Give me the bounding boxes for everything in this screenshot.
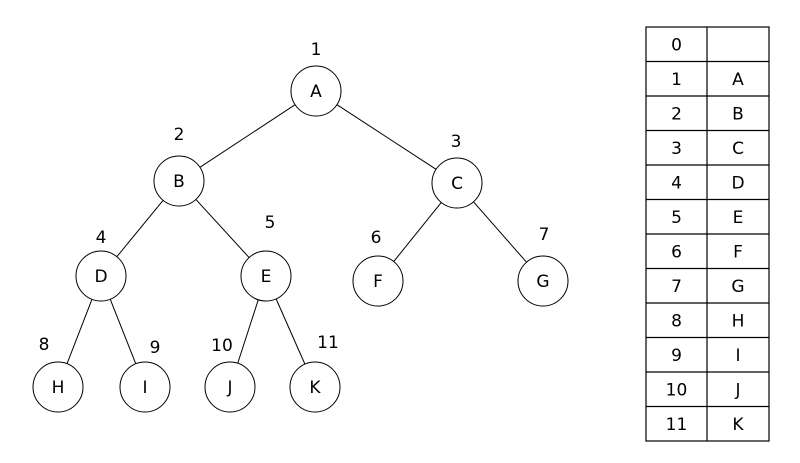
node-label: B [173, 172, 185, 192]
node-circle [153, 155, 205, 207]
node-label: A [310, 82, 322, 102]
node-circle [517, 255, 569, 307]
node-circle [204, 361, 256, 413]
array-index-cell: 7 [671, 277, 682, 297]
array-index-cell: 4 [671, 173, 682, 193]
node-index-label: 2 [174, 125, 185, 145]
tree-node-g: G7 [517, 225, 569, 307]
node-index-label: 4 [96, 228, 107, 248]
edge-d-h [66, 299, 93, 364]
node-label: J [226, 378, 232, 398]
array-index-cell: 6 [671, 242, 682, 262]
edge-d-i [109, 299, 137, 364]
array-value-cell: G [731, 277, 744, 297]
node-index-label: 10 [211, 336, 233, 356]
tree-node-h: H8 [32, 335, 84, 413]
array-value-cell: C [732, 139, 744, 159]
node-index-label: 6 [371, 228, 382, 248]
node-index-label: 1 [311, 40, 322, 60]
tree-node-i: I9 [119, 338, 171, 413]
tree-node-f: F6 [352, 228, 404, 307]
array-index-cell: 3 [671, 139, 682, 159]
node-index-label: 5 [265, 213, 276, 233]
array-value-cell: K [732, 415, 744, 435]
node-circle [119, 361, 171, 413]
node-circle [289, 361, 341, 413]
edge-c-f [393, 202, 442, 262]
array-table-row: 10 J [666, 380, 741, 400]
array-value-cell: E [733, 208, 744, 228]
tree-node-d: D4 [75, 228, 127, 302]
array-index-cell: 1 [671, 70, 682, 90]
node-label: G [536, 272, 549, 292]
node-label: K [309, 378, 321, 398]
node-label: C [451, 174, 463, 194]
node-label: H [52, 378, 65, 398]
array-table-row: 0 [671, 35, 682, 55]
tree-node-b: B2 [153, 125, 205, 207]
node-circle [352, 255, 404, 307]
array-table-row: 11 K [666, 415, 745, 435]
node-circle [32, 361, 84, 413]
tree-node-a: A1 [290, 40, 342, 117]
array-value-cell: F [733, 242, 743, 262]
node-index-label: 9 [150, 338, 161, 358]
node-circle [240, 250, 292, 302]
edge-e-j [237, 299, 259, 364]
tree-node-e: E5 [240, 213, 292, 302]
array-index-cell: 9 [671, 346, 682, 366]
array-index-cell: 2 [671, 104, 682, 124]
edge-e-k [275, 298, 306, 365]
array-value-cell: I [735, 346, 740, 366]
node-label: D [94, 267, 107, 287]
node-label: F [373, 272, 383, 292]
node-index-label: 8 [39, 335, 50, 355]
tree-node-k: K 11 [289, 333, 341, 413]
array-value-cell: D [731, 173, 744, 193]
node-index-label: 11 [317, 333, 339, 353]
node-label: E [261, 267, 272, 287]
array-index-cell: 8 [671, 311, 682, 331]
edge-c-g [473, 201, 527, 263]
array-value-cell: A [732, 70, 744, 90]
array-value-cell: B [732, 104, 744, 124]
node-index-label: 3 [451, 132, 462, 152]
tree-node-j: J 10 [204, 336, 256, 413]
array-index-cell: 5 [671, 208, 682, 228]
tree-node-c: C3 [431, 132, 483, 209]
array-value-cell: H [732, 311, 745, 331]
array-index-cell: 10 [666, 380, 688, 400]
array-index-cell: 11 [666, 415, 688, 435]
array-value-cell: J [734, 380, 740, 400]
edge-b-d [116, 200, 164, 257]
node-label: I [142, 378, 147, 398]
tree-edges [66, 104, 527, 365]
node-circle [290, 65, 342, 117]
array-index-cell: 0 [671, 35, 682, 55]
edge-b-e [195, 199, 250, 258]
node-index-label: 7 [539, 225, 550, 245]
edge-a-c [336, 104, 437, 170]
edge-a-b [199, 104, 296, 168]
node-circle [431, 157, 483, 209]
node-circle [75, 250, 127, 302]
